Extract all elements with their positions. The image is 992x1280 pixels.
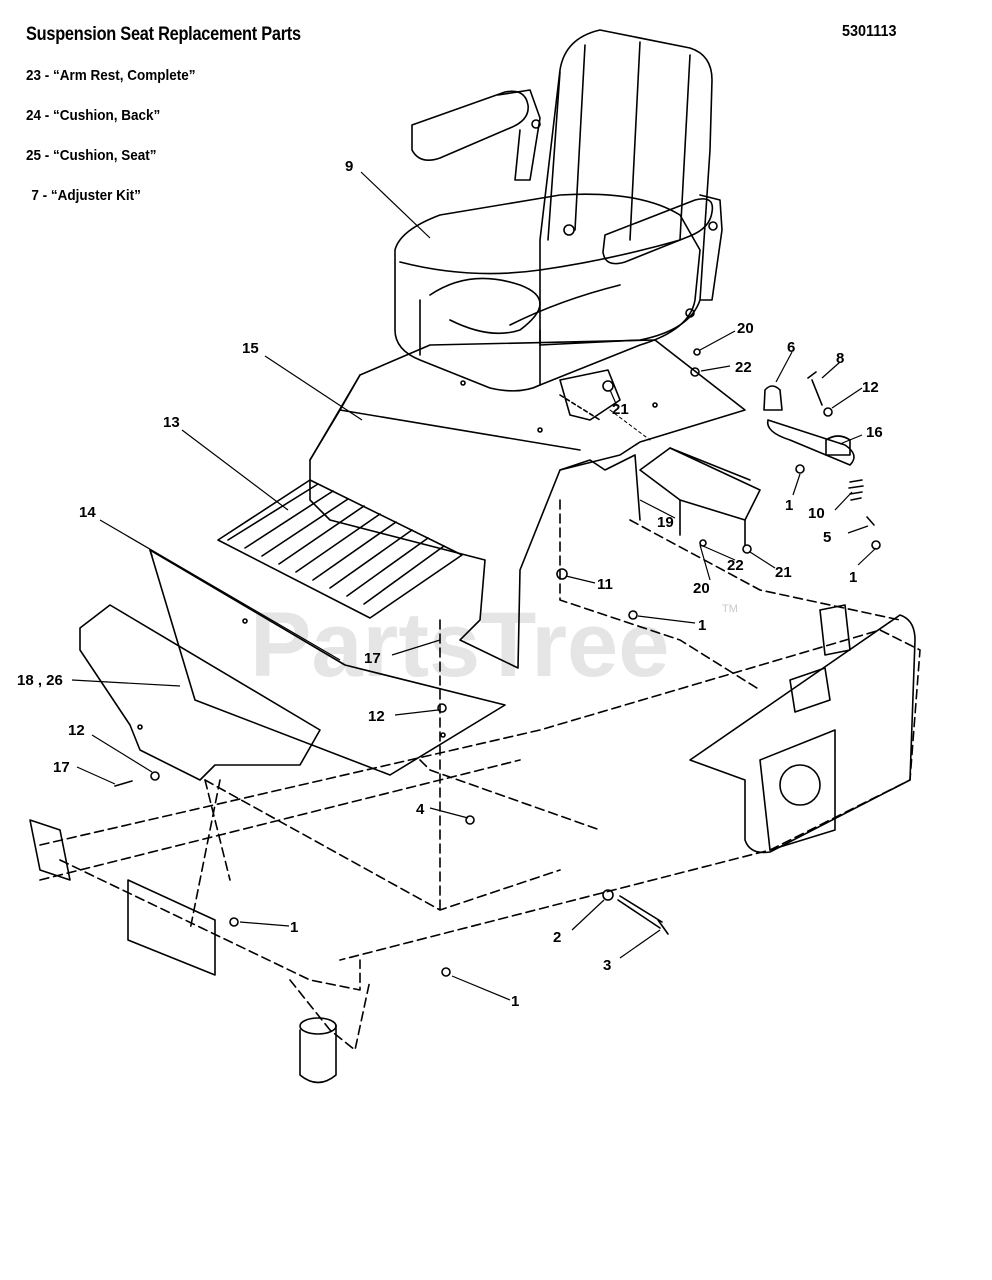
leader-lines [71, 171, 877, 1001]
pivot-bracket [639, 447, 761, 546]
callout-6: 6 [787, 339, 795, 356]
callout-17: 17 [53, 759, 70, 776]
callout-1: 1 [511, 993, 519, 1010]
callout-12: 12 [862, 379, 879, 396]
legend-item: 25 - “Cushion, Seat” [26, 147, 157, 164]
callout-4: 4 [416, 801, 425, 818]
callout-1: 1 [698, 617, 706, 634]
callout-labels: 9 20 22 21 15 6 8 12 16 1 10 5 1 13 14 1… [17, 158, 883, 1010]
floor-mat [217, 479, 463, 619]
diagram-code: 5301113 [842, 23, 897, 40]
callout-18-26: 18 , 26 [17, 672, 63, 689]
callout-1: 1 [785, 497, 793, 514]
legend-item: 23 - “Arm Rest, Complete” [26, 67, 196, 84]
frame-tube-end [29, 819, 337, 1084]
callout-16: 16 [866, 424, 883, 441]
callout-5: 5 [823, 529, 831, 546]
tractor-frame [39, 499, 921, 1051]
hardware [114, 348, 752, 977]
legend-item: 7 - “Adjuster Kit” [31, 187, 141, 204]
seat-pan-console [309, 339, 746, 669]
replacement-parts-legend: 23 - “Arm Rest, Complete” 24 - “Cushion,… [26, 66, 196, 226]
diagram-title: Suspension Seat Replacement Parts [26, 24, 301, 45]
callout-1: 1 [849, 569, 857, 586]
callout-21: 21 [775, 564, 792, 581]
callout-17: 17 [364, 650, 381, 667]
callout-14: 14 [79, 504, 96, 521]
watermark-tm: TM [722, 603, 738, 615]
seat-assembly [394, 29, 723, 392]
callout-3: 3 [603, 957, 611, 974]
callout-8: 8 [836, 350, 844, 367]
callout-12: 12 [68, 722, 85, 739]
callout-9: 9 [345, 158, 353, 175]
callout-13: 13 [163, 414, 180, 431]
callout-22: 22 [735, 359, 752, 376]
callout-10: 10 [808, 505, 825, 522]
adjuster-kit [763, 371, 881, 550]
callout-22: 22 [727, 557, 744, 574]
callout-12: 12 [368, 708, 385, 725]
frame-side-plate [689, 604, 916, 854]
watermark: PartsTree [250, 594, 669, 696]
callout-1: 1 [290, 919, 298, 936]
callout-19: 19 [657, 514, 674, 531]
callout-11: 11 [597, 576, 613, 593]
callout-20: 20 [693, 580, 710, 597]
legend-item: 24 - “Cushion, Back” [26, 107, 161, 124]
callout-2: 2 [553, 929, 561, 946]
callout-15: 15 [242, 340, 259, 357]
callout-20: 20 [737, 320, 754, 337]
floor-pan [79, 549, 506, 781]
callout-21: 21 [612, 401, 629, 418]
